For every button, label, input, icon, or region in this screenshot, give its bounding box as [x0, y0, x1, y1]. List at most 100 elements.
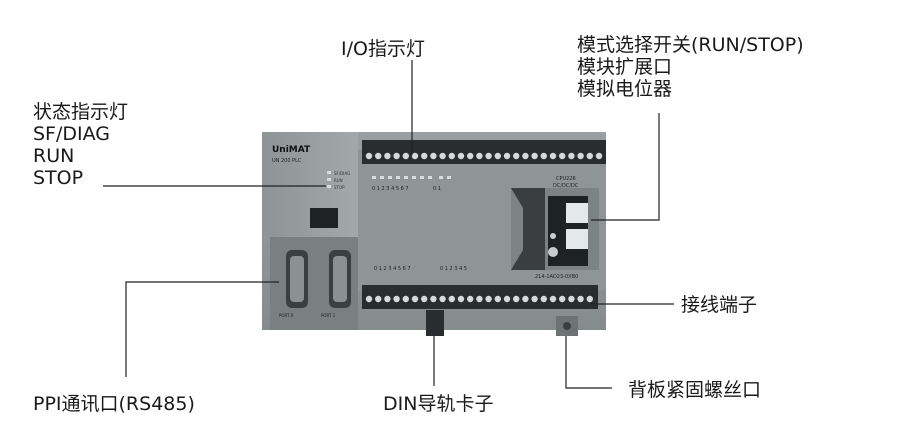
- terminal-screw: [559, 152, 566, 160]
- io-indicator-label: I/O指示灯: [341, 38, 425, 60]
- din-clip: [426, 310, 444, 336]
- io-led: [428, 176, 432, 179]
- io-numbers-bottom2: 0 1 2 3 4 5: [440, 266, 467, 272]
- brand-text: UniMAT: [272, 145, 311, 155]
- din-clip-label: DIN导轨卡子: [383, 393, 494, 415]
- terminal-screw: [439, 152, 446, 160]
- expansion-port-label: 模块扩展口: [577, 56, 673, 78]
- port1-text: PORT 1: [321, 313, 336, 318]
- terminal-screw: [375, 295, 382, 303]
- terminal-screw: [531, 152, 538, 160]
- terminal-screw: [513, 152, 520, 160]
- terminal-screw: [494, 295, 501, 303]
- io-led: [388, 176, 392, 179]
- potentiometer-1: [548, 247, 558, 257]
- io-led: [372, 176, 376, 179]
- terminal-screw: [448, 295, 455, 303]
- top-terminal-block: [362, 140, 606, 164]
- terminal-screw: [476, 152, 483, 160]
- terminal-screw: [494, 152, 501, 160]
- led-run: RUN: [334, 178, 343, 183]
- status-indicator-title: 状态指示灯: [33, 101, 129, 123]
- terminal-screw: [540, 152, 547, 160]
- terminal-screw: [485, 295, 492, 303]
- terminal-screw: [402, 152, 409, 160]
- terminal-screw: [457, 152, 465, 160]
- terminal-screw: [393, 152, 400, 160]
- terminal-screw: [586, 152, 593, 160]
- terminal-screw: [540, 295, 547, 303]
- terminal-screw: [457, 295, 465, 303]
- mode-switch: [566, 203, 588, 223]
- io-led: [412, 176, 416, 179]
- model-text: UN 200 PLC: [272, 158, 302, 164]
- input-numbers-top: 0 1 2 3 4 5 6 7: [372, 186, 409, 192]
- terminal-screw: [559, 295, 566, 303]
- io-led: [447, 176, 451, 179]
- memory-card-slot: [310, 208, 338, 228]
- terminal-screw: [485, 152, 492, 160]
- terminal-screw: [448, 152, 455, 160]
- cpu-power-text: DC/DC/DC: [553, 183, 579, 189]
- bottom-terminal-block: [362, 285, 598, 309]
- terminal-screw: [393, 295, 400, 303]
- terminal-screw: [549, 152, 557, 160]
- terminal-screw: [421, 152, 428, 160]
- terminal-screw: [568, 152, 575, 160]
- io-led: [396, 176, 400, 179]
- expansion-module-area: CPU226 DC/DC/DC: [511, 176, 599, 270]
- output-leds-bottom: 0 1 2 3 4 5 6 7 0 1 2 3 4 5 214-1AD23-0X…: [374, 266, 578, 280]
- io-led: [404, 176, 408, 179]
- status-indicator-label-group: 状态指示灯 SF/DIAG RUN STOP: [33, 101, 128, 189]
- expansion-port: [566, 229, 588, 249]
- input-leds-top: 0 1 2 3 4 5 6 7 0 1: [372, 176, 451, 192]
- io-led: [380, 176, 384, 179]
- potentiometer-0: [550, 233, 556, 239]
- terminal-screw: [365, 295, 373, 303]
- terminal-screw: [365, 152, 373, 160]
- terminal-screw: [522, 152, 529, 160]
- terminal-screw: [503, 295, 511, 303]
- terminal-screw: [375, 152, 382, 160]
- io-led: [439, 176, 443, 179]
- ppi-port-label: PPI通讯口(RS485): [33, 393, 195, 415]
- analog-potentiometer-label: 模拟电位器: [577, 78, 673, 100]
- sf-diag-label: SF/DIAG: [33, 123, 111, 145]
- terminal-screw: [402, 295, 409, 303]
- mode-switch-label-group: 模式选择开关(RUN/STOP) 模块扩展口 模拟电位器: [577, 34, 804, 100]
- terminal-screw: [549, 295, 557, 303]
- mode-switch-label: 模式选择开关(RUN/STOP): [577, 34, 804, 56]
- leader-lines: [103, 60, 674, 389]
- backplate-screw-label: 背板紧固螺丝口: [628, 379, 762, 401]
- terminal-screw: [384, 295, 391, 303]
- terminal-block-label: 接线端子: [681, 294, 758, 316]
- terminal-screw: [531, 295, 538, 303]
- terminal-screw: [586, 295, 593, 303]
- port0-text: PORT 0: [279, 313, 294, 318]
- terminal-screw: [430, 295, 437, 303]
- terminal-screw: [568, 295, 575, 303]
- io-led: [420, 176, 424, 179]
- terminal-screw: [476, 295, 483, 303]
- led-sf-diag: SF/DIAG: [334, 171, 350, 176]
- run-label: RUN: [33, 145, 75, 167]
- led-stop: STOP: [334, 185, 345, 190]
- comm-port-area: PORT 0 PORT 1: [270, 237, 358, 330]
- terminal-screw: [513, 295, 520, 303]
- terminal-screw: [577, 295, 584, 303]
- io-numbers-bottom: 0 1 2 3 4 5 6 7: [374, 266, 411, 272]
- order-number-text: 214-1AD23-0XB0: [535, 274, 578, 280]
- terminal-screw: [384, 152, 391, 160]
- terminal-screw: [411, 295, 419, 303]
- terminal-screw: [522, 295, 529, 303]
- terminal-screw: [439, 295, 446, 303]
- terminal-screw: [503, 152, 511, 160]
- terminal-screw: [430, 152, 437, 160]
- input-numbers-top2: 0 1: [433, 186, 441, 192]
- terminal-screw: [421, 295, 428, 303]
- status-leds: SF/DIAG RUN STOP: [327, 171, 350, 190]
- terminal-screw: [467, 295, 474, 303]
- stop-label: STOP: [33, 167, 84, 189]
- cpu-name-text: CPU226: [556, 176, 576, 182]
